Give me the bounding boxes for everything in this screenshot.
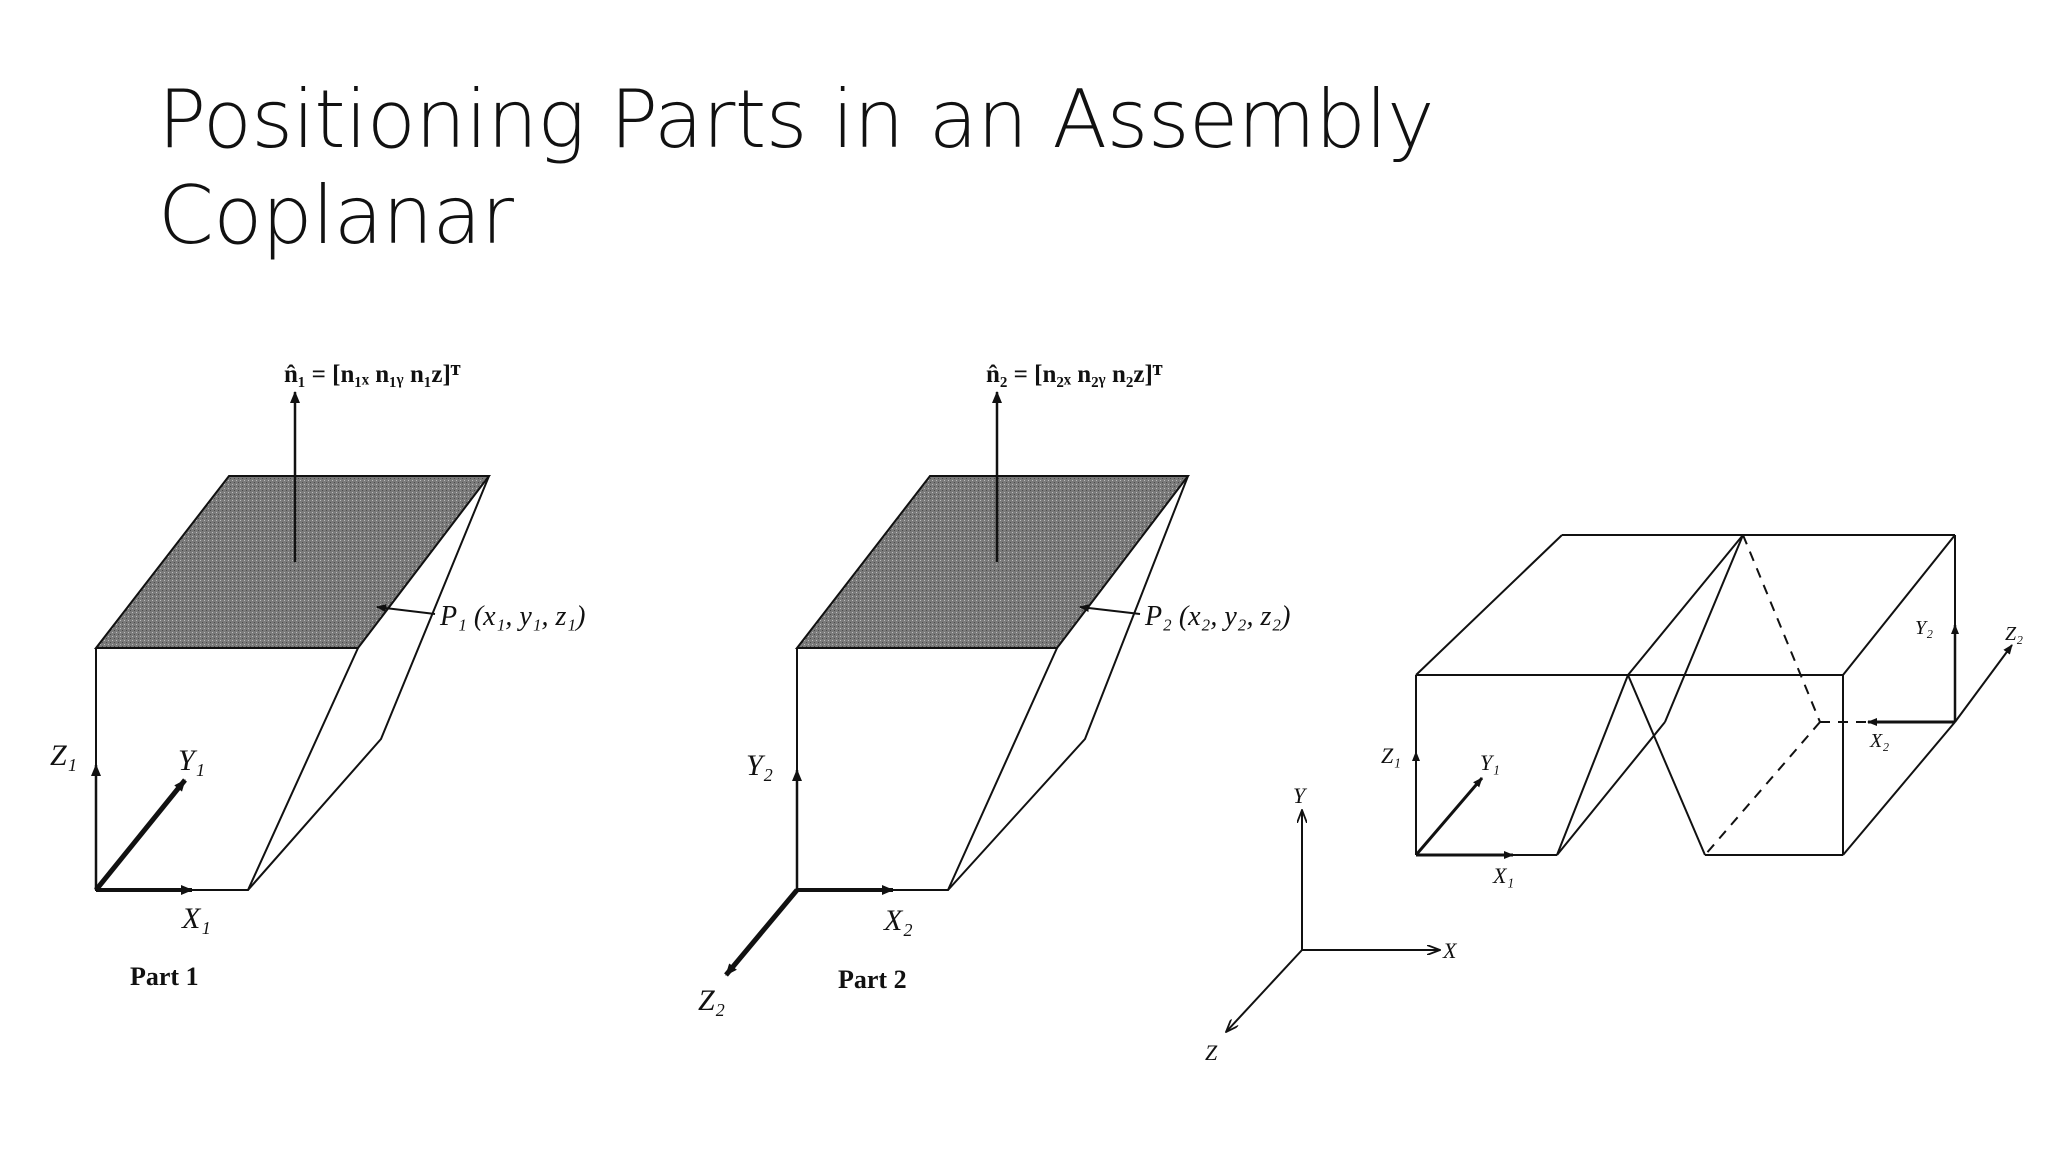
global-z-axis [1226, 949, 1303, 1032]
part2-z-label: Z₂ [698, 984, 725, 1017]
global-axes: Y X Z [1205, 783, 1458, 1065]
assembly-right-bottom-diagonal [1842, 721, 1956, 856]
part2-front-face [796, 647, 1058, 891]
assembly-top-mid-diagonal [1627, 534, 1744, 676]
assembly-y1-axis [1414, 777, 1484, 856]
part2-caption: Part 2 [838, 965, 907, 994]
part2-shaded-face [794, 475, 1191, 649]
part1-z-label: Z₁ [50, 739, 77, 772]
assembly-right-top-diagonal [1842, 534, 1956, 676]
part-2: n̂₂ = [n₂ₓ n₂ᵧ n₂z]ᵀ P₂ (x₂, y₂, z₂) Y₂ … [698, 361, 1290, 1017]
assembly-hidden-a [1742, 534, 1821, 723]
assembly-x2-label: X₂ [1869, 730, 1889, 752]
part1-slant-edge [247, 475, 490, 891]
part1-point-label: P₁ (x₁, y₁, z₁) [439, 601, 585, 632]
assembled-parts: Z₁ Y₁ X₁ Y₂ Z₂ X₂ [1381, 534, 2023, 888]
part2-x-label: X₂ [883, 904, 913, 937]
assembly-v-left [1627, 674, 1706, 856]
part1-caption: Part 1 [130, 962, 199, 991]
part1-shaded-face [93, 475, 492, 649]
title-line-2: Coplanar [158, 169, 514, 262]
global-x-label: X [1442, 938, 1458, 963]
part-1: n̂₁ = [n₁ₓ n₁ᵧ n₁z]ᵀ P₁ (x₁, y₁, z₁) Z₁ … [50, 361, 585, 991]
part1-y-axis [94, 778, 187, 892]
part1-y-label: Y₁ [178, 744, 205, 777]
assembly-y2-label: Y₂ [1915, 617, 1933, 639]
assembly-z2-axis [1954, 644, 2013, 723]
part2-point-label: P₂ (x₂, y₂, z₂) [1144, 601, 1290, 632]
part2-slant-edge [947, 475, 1189, 891]
assembly-x1-label: X₁ [1492, 863, 1514, 888]
assembly-hidden-b [1704, 721, 1821, 856]
assembly-y1-label: Y₁ [1480, 750, 1500, 775]
slide-title: Positioning Parts in an Assembly Coplana… [158, 72, 1435, 264]
part1-normal-label: n̂₁ = [n₁ₓ n₁ᵧ n₁z]ᵀ [284, 361, 461, 388]
global-z-label: Z [1205, 1040, 1218, 1065]
global-y-label: Y [1293, 783, 1308, 808]
part1-front-face [95, 647, 359, 891]
part2-z-axis [724, 888, 799, 977]
part1-x-label: X₁ [181, 902, 211, 935]
part2-y-label: Y₂ [746, 749, 773, 782]
assembly-slant-a [1556, 674, 1629, 856]
part2-point-leader [1079, 604, 1141, 615]
title-line-1: Positioning Parts in an Assembly [158, 73, 1435, 166]
assembly-top-left-diagonal [1415, 534, 1563, 676]
assembly-slant-c [1664, 534, 1744, 723]
part2-normal-label: n̂₂ = [n₂ₓ n₂ᵧ n₂z]ᵀ [986, 361, 1163, 388]
assembly-z2-label: Z₂ [2005, 623, 2023, 645]
assembly-z1-label: Z₁ [1381, 743, 1401, 768]
assembly-slant-b [1556, 721, 1666, 856]
part1-point-leader [376, 604, 436, 615]
